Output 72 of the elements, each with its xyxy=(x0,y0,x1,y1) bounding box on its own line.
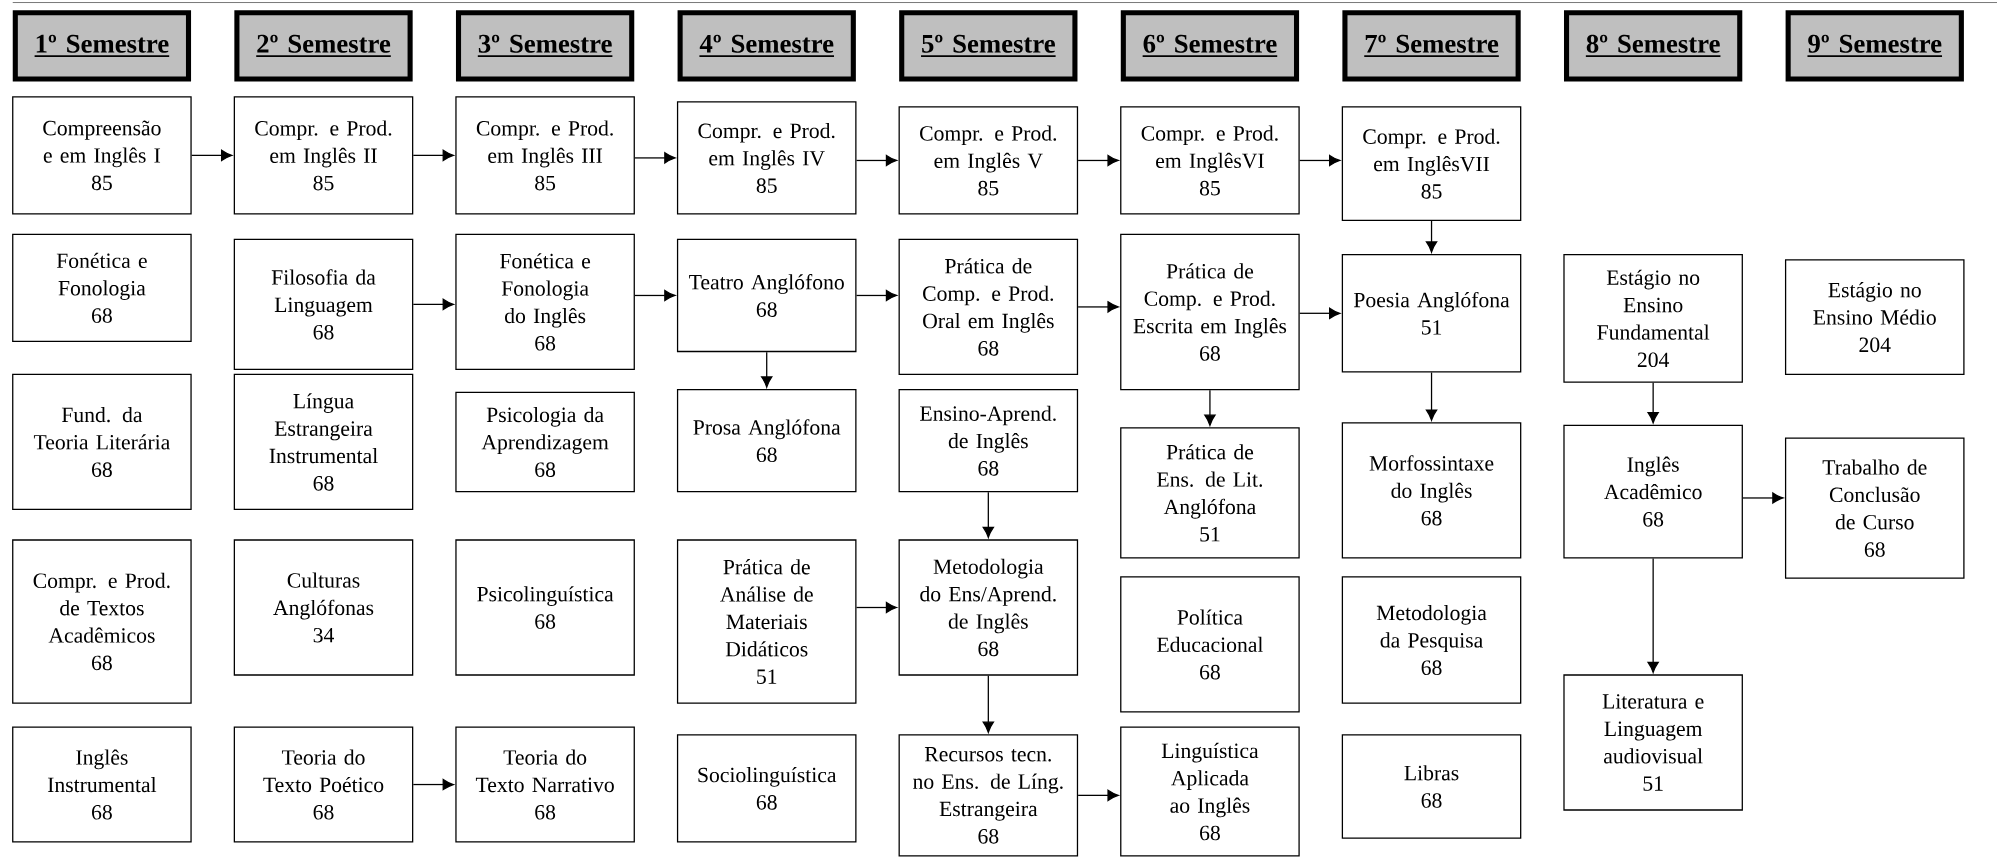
course-box: Compr. e Prod. em Inglês V 85 xyxy=(898,106,1079,215)
arrow xyxy=(412,298,454,311)
arrow xyxy=(855,289,898,302)
course-box: Psicologia da Aprendizagem 68 xyxy=(455,391,635,493)
arrow xyxy=(982,675,995,733)
course-box: Teoria do Texto Narrativo 68 xyxy=(455,726,635,843)
course-box: Recursos tecn. no Ens. de Líng. Estrangeira 68 xyxy=(898,734,1079,857)
course-box: Poesia Anglófona 51 xyxy=(1341,254,1522,373)
course-box: Língua Estrangeira Instrumental 68 xyxy=(233,373,414,511)
course-box: Literatura e Linguagem audiovisual 51 xyxy=(1563,674,1743,811)
arrow xyxy=(191,149,233,162)
course-box: Compreensão e em Inglês I 85 xyxy=(12,96,192,215)
arrow xyxy=(761,351,773,388)
course-box: Inglês Acadêmico 68 xyxy=(1563,424,1743,559)
course-box: Sociolinguística 68 xyxy=(676,734,857,843)
arrow xyxy=(1647,557,1659,673)
arrow xyxy=(855,601,898,614)
course-box: Teoria do Texto Poético 68 xyxy=(233,726,414,843)
arrow xyxy=(1299,307,1341,320)
course-box: Compr. e Prod. de Textos Acadêmicos 68 xyxy=(12,539,192,704)
arrow xyxy=(1742,492,1784,504)
course-box: Trabalho de Conclusão de Curso 68 xyxy=(1784,437,1965,579)
arrow xyxy=(412,149,454,162)
course-box: Linguística Aplicada ao Inglês 68 xyxy=(1120,726,1300,857)
course-box: Prática de Análise de Materiais Didáticos 51 xyxy=(676,539,857,704)
course-box: Compr. e Prod. em Inglês II 85 xyxy=(233,96,414,215)
semester-header: 6º Semestre xyxy=(1120,10,1300,82)
semester-header: 3º Semestre xyxy=(455,10,635,82)
course-box: Compr. e Prod. em Inglês IV 85 xyxy=(676,101,857,215)
course-box: Estágio no Ensino Fundamental 204 xyxy=(1563,254,1743,383)
course-box: Compr. e Prod. em Inglês III 85 xyxy=(455,96,635,215)
course-box: Libras 68 xyxy=(1341,734,1522,839)
course-box: Fonética e Fonologia do Inglês 68 xyxy=(455,233,635,370)
course-box: Fund. da Teoria Literária 68 xyxy=(12,373,192,511)
arrow xyxy=(634,152,676,164)
arrow xyxy=(634,289,676,302)
arrow xyxy=(1647,382,1659,424)
arrow xyxy=(412,778,454,791)
course-box: Teatro Anglófono 68 xyxy=(676,238,857,353)
arrow xyxy=(1425,371,1438,421)
course-box: Compr. e Prod. em InglêsVII 85 xyxy=(1341,106,1522,221)
course-box: Prática de Ens. de Lit. Anglófona 51 xyxy=(1120,427,1300,559)
semester-header: 2º Semestre xyxy=(234,10,413,82)
semester-header: 8º Semestre xyxy=(1564,10,1743,82)
course-box: Fonética e Fonologia 68 xyxy=(12,233,192,342)
arrow xyxy=(1077,154,1119,167)
course-box: Morfossintaxe do Inglês 68 xyxy=(1341,422,1522,559)
course-box: Política Educacional 68 xyxy=(1120,576,1300,713)
course-box: Psicolinguística 68 xyxy=(455,539,635,676)
semester-header: 1º Semestre xyxy=(12,10,192,82)
arrow xyxy=(1204,389,1216,426)
semester-header: 5º Semestre xyxy=(899,10,1078,82)
arrow xyxy=(1077,301,1119,313)
course-box: Prosa Anglófona 68 xyxy=(676,389,857,493)
course-box: Filosofia da Linguagem 68 xyxy=(233,238,414,370)
arrow xyxy=(982,491,995,538)
semester-header: 4º Semestre xyxy=(677,10,856,82)
course-box: Metodologia do Ens/Aprend. de Inglês 68 xyxy=(898,539,1079,676)
course-box: Estágio no Ensino Médio 204 xyxy=(1784,259,1965,376)
course-box: Ensino-Aprend. de Inglês 68 xyxy=(898,389,1079,493)
arrow xyxy=(1425,220,1438,253)
course-box: Prática de Comp. e Prod. Oral em Inglês 68 xyxy=(898,238,1079,376)
course-box: Compr. e Prod. em InglêsVI 85 xyxy=(1120,106,1300,215)
arrow xyxy=(1077,789,1119,802)
course-box: Inglês Instrumental 68 xyxy=(12,726,192,843)
semester-header: 7º Semestre xyxy=(1342,10,1521,82)
arrow xyxy=(855,154,898,167)
course-box: Metodologia da Pesquisa 68 xyxy=(1341,576,1522,704)
course-box: Prática de Comp. e Prod. Escrita em Inglês 68 xyxy=(1120,233,1300,391)
arrow xyxy=(1299,154,1341,167)
course-box: Culturas Anglófonas 34 xyxy=(233,539,414,676)
semester-header: 9º Semestre xyxy=(1785,10,1964,82)
